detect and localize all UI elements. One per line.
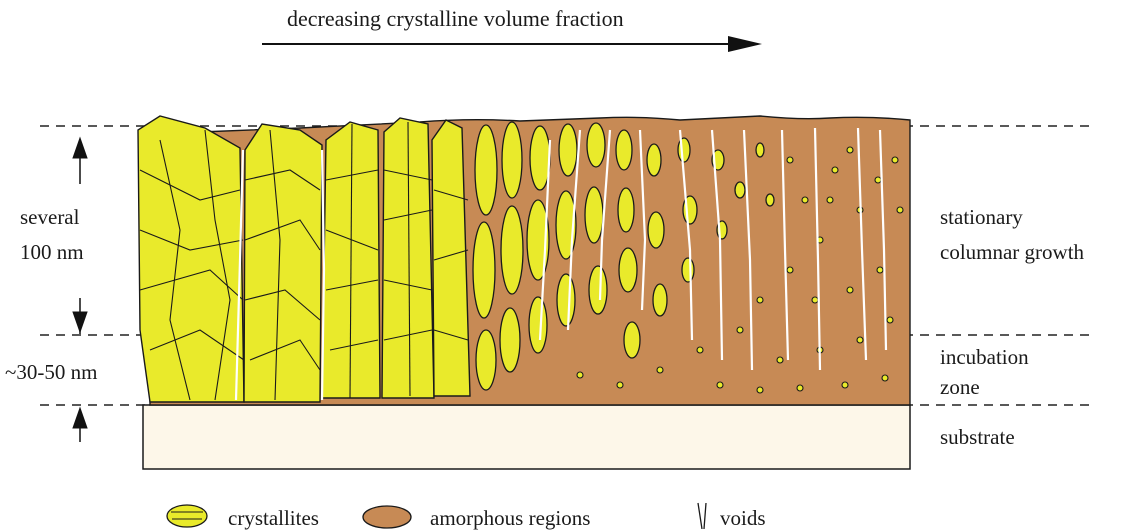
- thickness-arrows: [73, 138, 87, 442]
- substrate-layer: [143, 405, 910, 469]
- diagram-title: decreasing crystalline volume fraction: [287, 6, 624, 32]
- incubation-label-line1: incubation: [940, 345, 1029, 370]
- stationary-label-line2: columnar growth: [940, 240, 1084, 265]
- legend-void-icon: [698, 503, 706, 529]
- column-2: [244, 124, 322, 402]
- legend-amorphous-label: amorphous regions: [430, 506, 590, 531]
- legend-crystallites-label: crystallites: [228, 506, 319, 531]
- title-arrow: [262, 36, 762, 52]
- incubation-label-line2: zone: [940, 375, 980, 400]
- substrate-label: substrate: [940, 425, 1015, 450]
- crystallite-columns: [138, 116, 470, 402]
- thickness-top-line1: several: [20, 205, 79, 230]
- legend-voids-label: voids: [720, 506, 766, 531]
- legend-amorphous-icon: [363, 506, 411, 528]
- thickness-top-line2: 100 nm: [20, 240, 84, 265]
- column-1: [138, 116, 244, 402]
- stationary-label-line1: stationary: [940, 205, 1023, 230]
- legend-crystallite-icon: [167, 505, 207, 527]
- thickness-bottom-label: ~30-50 nm: [5, 360, 97, 385]
